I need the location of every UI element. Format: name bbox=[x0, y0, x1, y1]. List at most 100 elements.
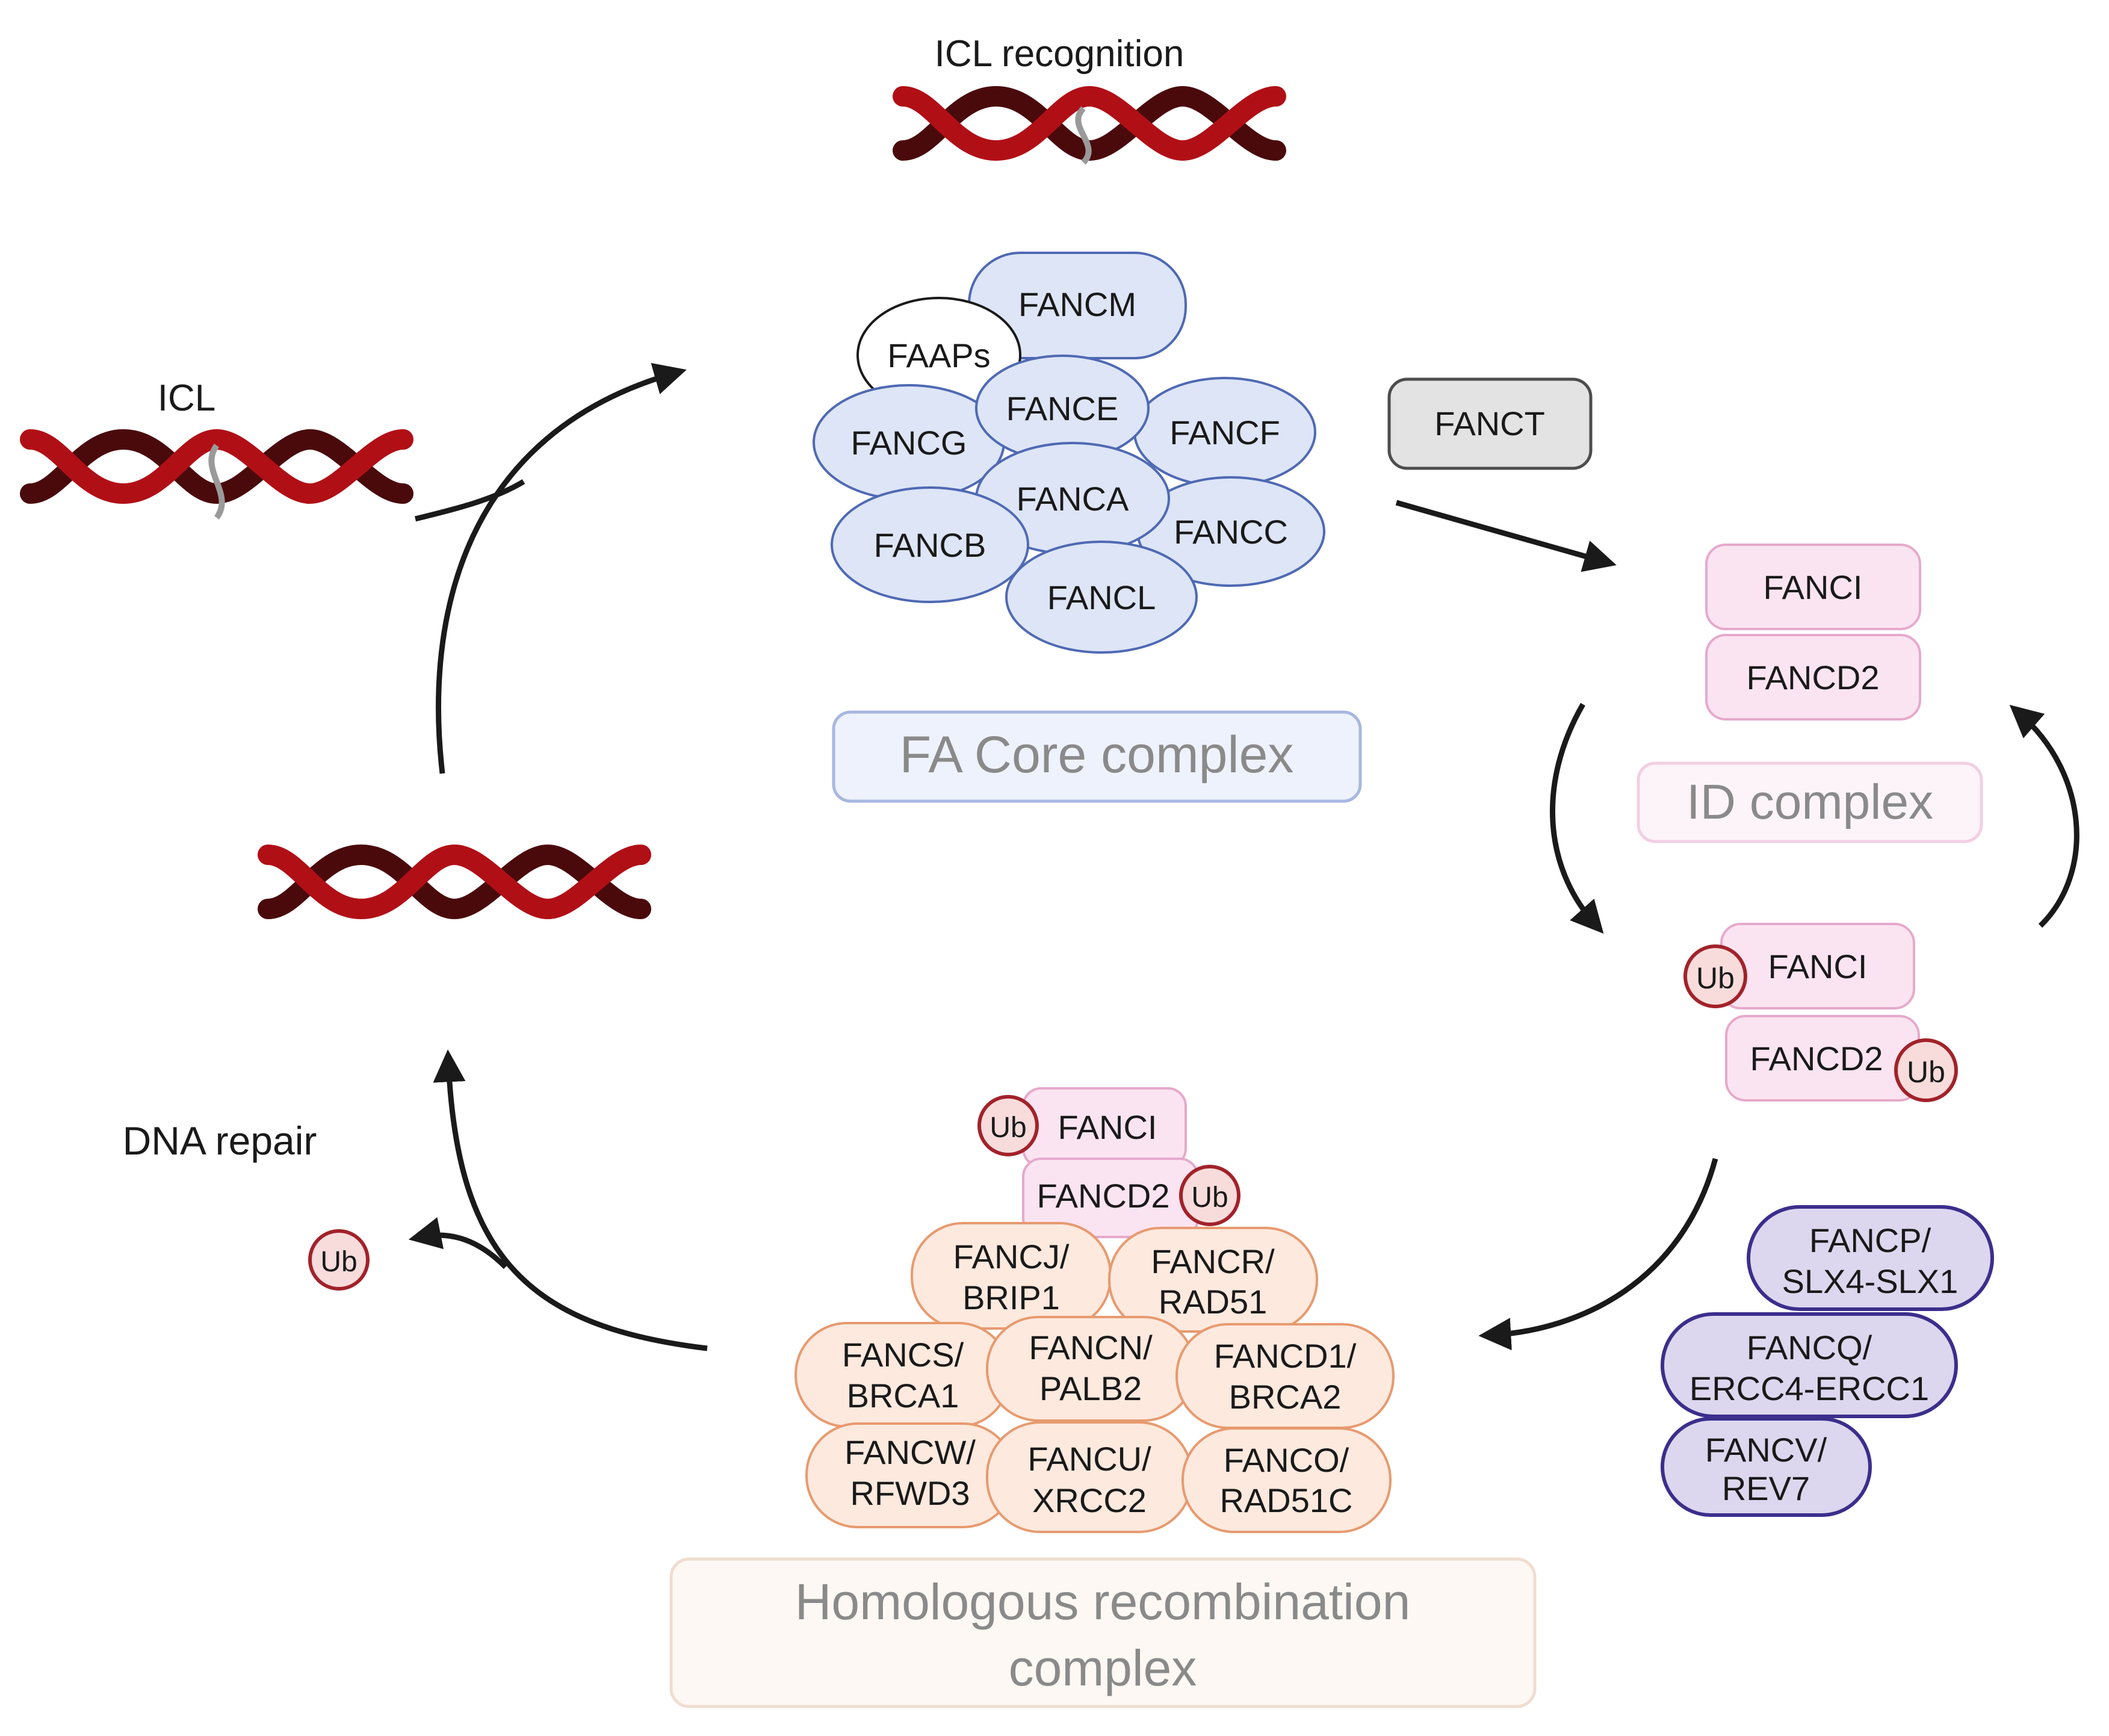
protein-fancd1: FANCD1/ BRCA2 bbox=[1175, 1323, 1395, 1429]
svg-text:FANCI: FANCI bbox=[1764, 568, 1863, 606]
svg-text:BRIP1: BRIP1 bbox=[962, 1279, 1060, 1316]
svg-text:FANCT: FANCT bbox=[1434, 405, 1545, 442]
protein-fancu: FANCU/ XRCC2 bbox=[986, 1421, 1193, 1533]
arrow-ubid-to-id bbox=[2009, 704, 2080, 928]
protein-fancs: FANCS/ BRCA1 bbox=[794, 1322, 1011, 1428]
svg-text:FANCR/: FANCR/ bbox=[1151, 1242, 1275, 1280]
protein-fanci-hr: FANCI bbox=[1022, 1087, 1187, 1168]
dna-helix-repaired bbox=[268, 855, 641, 909]
svg-text:FANCS/: FANCS/ bbox=[842, 1336, 964, 1374]
svg-text:FANCD2: FANCD2 bbox=[1747, 659, 1880, 696]
dna-helix-icl bbox=[30, 439, 403, 519]
protein-fancw: FANCW/ RFWD3 bbox=[805, 1422, 1015, 1528]
protein-fancl: FANCL bbox=[1005, 541, 1198, 654]
protein-fancd2-ub: FANCD2 bbox=[1725, 1015, 1920, 1102]
protein-fancd2: FANCD2 bbox=[1705, 634, 1921, 721]
dna-helix-top bbox=[903, 96, 1276, 165]
protein-fancq: FANCQ/ ERCC4-ERCC1 bbox=[1661, 1312, 1958, 1418]
svg-text:BRCA1: BRCA1 bbox=[847, 1377, 959, 1415]
svg-text:FANCQ/: FANCQ/ bbox=[1747, 1328, 1872, 1366]
svg-text:REV7: REV7 bbox=[1722, 1469, 1810, 1507]
svg-text:BRCA2: BRCA2 bbox=[1229, 1378, 1342, 1416]
protein-fancj: FANCJ/ BRIP1 bbox=[911, 1222, 1112, 1330]
svg-text:FANCV/: FANCV/ bbox=[1705, 1431, 1827, 1469]
fa-core-title-box: FA Core complex bbox=[832, 710, 1362, 803]
svg-text:Ub: Ub bbox=[1907, 1055, 1945, 1089]
svg-text:FANCL: FANCL bbox=[1047, 578, 1156, 616]
svg-text:FANCA: FANCA bbox=[1017, 480, 1129, 518]
arrow-icl-join bbox=[414, 479, 525, 522]
protein-fancn: FANCN/ PALB2 bbox=[986, 1316, 1196, 1422]
svg-text:PALB2: PALB2 bbox=[1039, 1369, 1142, 1407]
svg-text:FANCJ/: FANCJ/ bbox=[953, 1238, 1070, 1276]
icl-label: ICL bbox=[158, 377, 215, 419]
protein-fanco: FANCO/ RAD51C bbox=[1181, 1427, 1392, 1533]
svg-text:FANCD1/: FANCD1/ bbox=[1214, 1337, 1357, 1375]
protein-fancg: FANCG bbox=[813, 384, 1005, 501]
svg-text:RAD51C: RAD51C bbox=[1220, 1481, 1353, 1519]
svg-text:FANCG: FANCG bbox=[851, 424, 967, 462]
ub-badge: Ub bbox=[1683, 944, 1747, 1008]
svg-text:Ub: Ub bbox=[320, 1246, 357, 1278]
ub-badge: Ub bbox=[1179, 1165, 1240, 1226]
released-ub: Ub bbox=[308, 1229, 370, 1291]
protein-fancv: FANCV/ REV7 bbox=[1661, 1417, 1872, 1517]
fa-core-complex: FANCM FAAPs FANCF FANCG FANCE FANCC FANC… bbox=[813, 252, 1325, 654]
svg-text:XRCC2: XRCC2 bbox=[1032, 1481, 1147, 1519]
svg-text:FANCI: FANCI bbox=[1768, 947, 1868, 985]
icl-recognition-label: ICL recognition bbox=[935, 33, 1185, 75]
svg-text:FANCI: FANCI bbox=[1058, 1108, 1157, 1146]
nuclease-complexes: FANCP/ SLX4-SLX1 FANCQ/ ERCC4-ERCC1 FANC… bbox=[1661, 1205, 1994, 1517]
protein-fancd2-hr: FANCD2 bbox=[1022, 1158, 1199, 1238]
arrow-ub-release bbox=[408, 1217, 508, 1269]
ub-badge: Ub bbox=[977, 1095, 1039, 1156]
hr-id-complex: FANCI Ub FANCD2 Ub bbox=[977, 1087, 1240, 1238]
protein-fanci-ub: FANCI bbox=[1720, 923, 1915, 1009]
hr-complex: FANCJ/ BRIP1 FANCR/ RAD51 FANCS/ BRCA1 F… bbox=[794, 1222, 1395, 1533]
ub-id-complex: FANCI Ub FANCD2 Ub bbox=[1683, 923, 1958, 1102]
hr-complex-title-line1: Homologous recombination bbox=[795, 1573, 1411, 1630]
protein-faaps: FAAPs bbox=[856, 297, 1021, 414]
svg-text:FANCD2: FANCD2 bbox=[1750, 1040, 1883, 1077]
svg-text:FANCF: FANCF bbox=[1169, 414, 1280, 451]
id-complex: FANCI FANCD2 bbox=[1705, 544, 1921, 721]
arrow-hr-to-repaired bbox=[433, 1049, 708, 1351]
protein-fancp: FANCP/ SLX4-SLX1 bbox=[1747, 1205, 1994, 1311]
svg-text:FANCN/: FANCN/ bbox=[1029, 1328, 1153, 1366]
id-complex-title-box: ID complex bbox=[1637, 761, 1983, 843]
arrow-core-to-id bbox=[1395, 500, 1617, 572]
svg-text:RFWD3: RFWD3 bbox=[850, 1474, 970, 1512]
fa-core-title: FA Core complex bbox=[900, 726, 1294, 784]
protein-fanci: FANCI bbox=[1705, 544, 1921, 630]
svg-text:SLX4-SLX1: SLX4-SLX1 bbox=[1782, 1262, 1959, 1300]
protein-fancc: FANCC bbox=[1136, 476, 1325, 587]
arrow-repair-to-recognition bbox=[436, 362, 687, 774]
fanct-box: FANCT bbox=[1387, 377, 1593, 470]
protein-fancb: FANCB bbox=[831, 486, 1029, 603]
dna-repair-label: DNA repair bbox=[123, 1118, 317, 1163]
arrow-id-to-ubid bbox=[1550, 702, 1604, 934]
svg-text:Ub: Ub bbox=[1191, 1182, 1228, 1214]
svg-text:FANCM: FANCM bbox=[1018, 285, 1136, 323]
ub-badge: Ub bbox=[1894, 1038, 1958, 1102]
arrow-ubid-to-hr bbox=[1478, 1158, 1718, 1351]
svg-text:FANCP/: FANCP/ bbox=[1809, 1221, 1931, 1259]
id-complex-title: ID complex bbox=[1686, 775, 1933, 829]
svg-text:FANCD2: FANCD2 bbox=[1037, 1177, 1170, 1215]
pathway-arrows bbox=[408, 362, 2080, 1351]
hr-complex-title-line2: complex bbox=[1009, 1640, 1197, 1696]
hr-complex-title-box: Homologous recombination complex bbox=[669, 1557, 1537, 1708]
svg-text:FANCC: FANCC bbox=[1174, 513, 1288, 551]
svg-text:FANCW/: FANCW/ bbox=[844, 1433, 976, 1471]
protein-fancf: FANCF bbox=[1133, 377, 1316, 488]
svg-text:FANCE: FANCE bbox=[1006, 389, 1119, 427]
svg-text:FANCU/: FANCU/ bbox=[1027, 1440, 1151, 1478]
svg-text:ERCC4-ERCC1: ERCC4-ERCC1 bbox=[1689, 1369, 1929, 1407]
svg-text:FANCO/: FANCO/ bbox=[1224, 1441, 1349, 1479]
protein-fancr: FANCR/ RAD51 bbox=[1108, 1227, 1318, 1333]
svg-text:FAAPs: FAAPs bbox=[887, 336, 990, 374]
svg-text:RAD51: RAD51 bbox=[1159, 1283, 1268, 1321]
svg-text:Ub: Ub bbox=[989, 1112, 1026, 1144]
svg-text:FANCB: FANCB bbox=[874, 526, 986, 564]
